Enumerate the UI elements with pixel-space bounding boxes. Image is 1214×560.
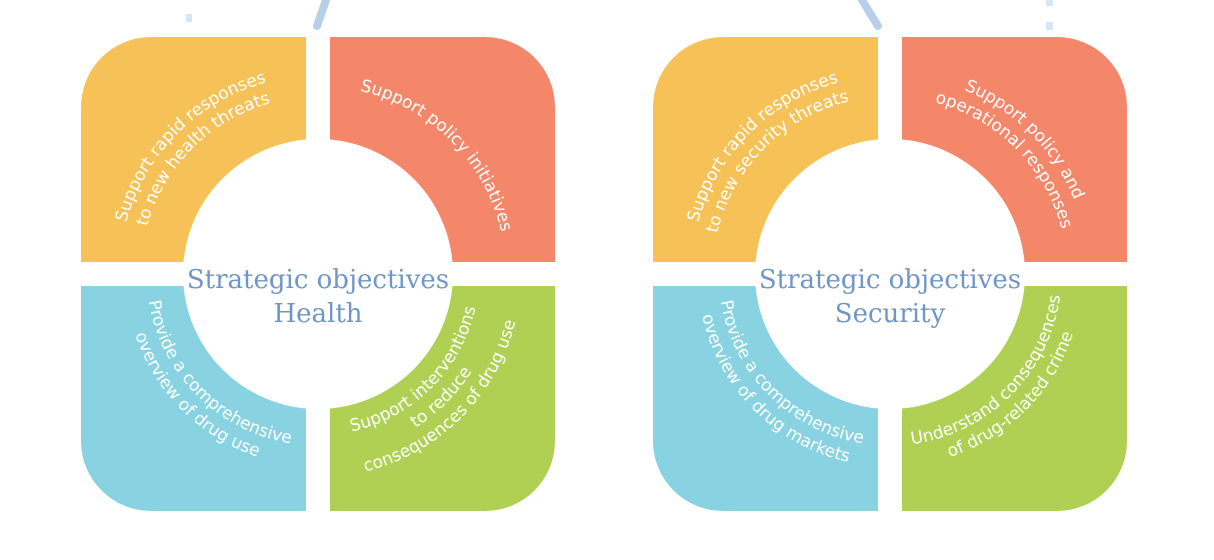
center-subtitle: Security <box>835 299 946 329</box>
segment-top-left <box>653 37 878 262</box>
connector-line-right <box>858 0 882 30</box>
segment-bottom-left <box>81 286 306 511</box>
center-title: Strategic objectives <box>187 265 449 295</box>
decor-dash-right-1 <box>1046 0 1053 6</box>
center-title: Strategic objectives <box>759 265 1021 295</box>
segment-bottom-left <box>653 286 878 511</box>
segment-bottom-right <box>330 286 555 511</box>
center-subtitle: Health <box>273 299 362 329</box>
connector-line-left <box>313 0 330 30</box>
decor-dash-left <box>186 14 192 22</box>
segment-top-right <box>902 37 1127 262</box>
decor-dash-right-2 <box>1046 22 1053 30</box>
segment-top-left <box>81 37 306 262</box>
segment-top-right <box>330 37 555 262</box>
segment-bottom-right <box>902 286 1127 511</box>
